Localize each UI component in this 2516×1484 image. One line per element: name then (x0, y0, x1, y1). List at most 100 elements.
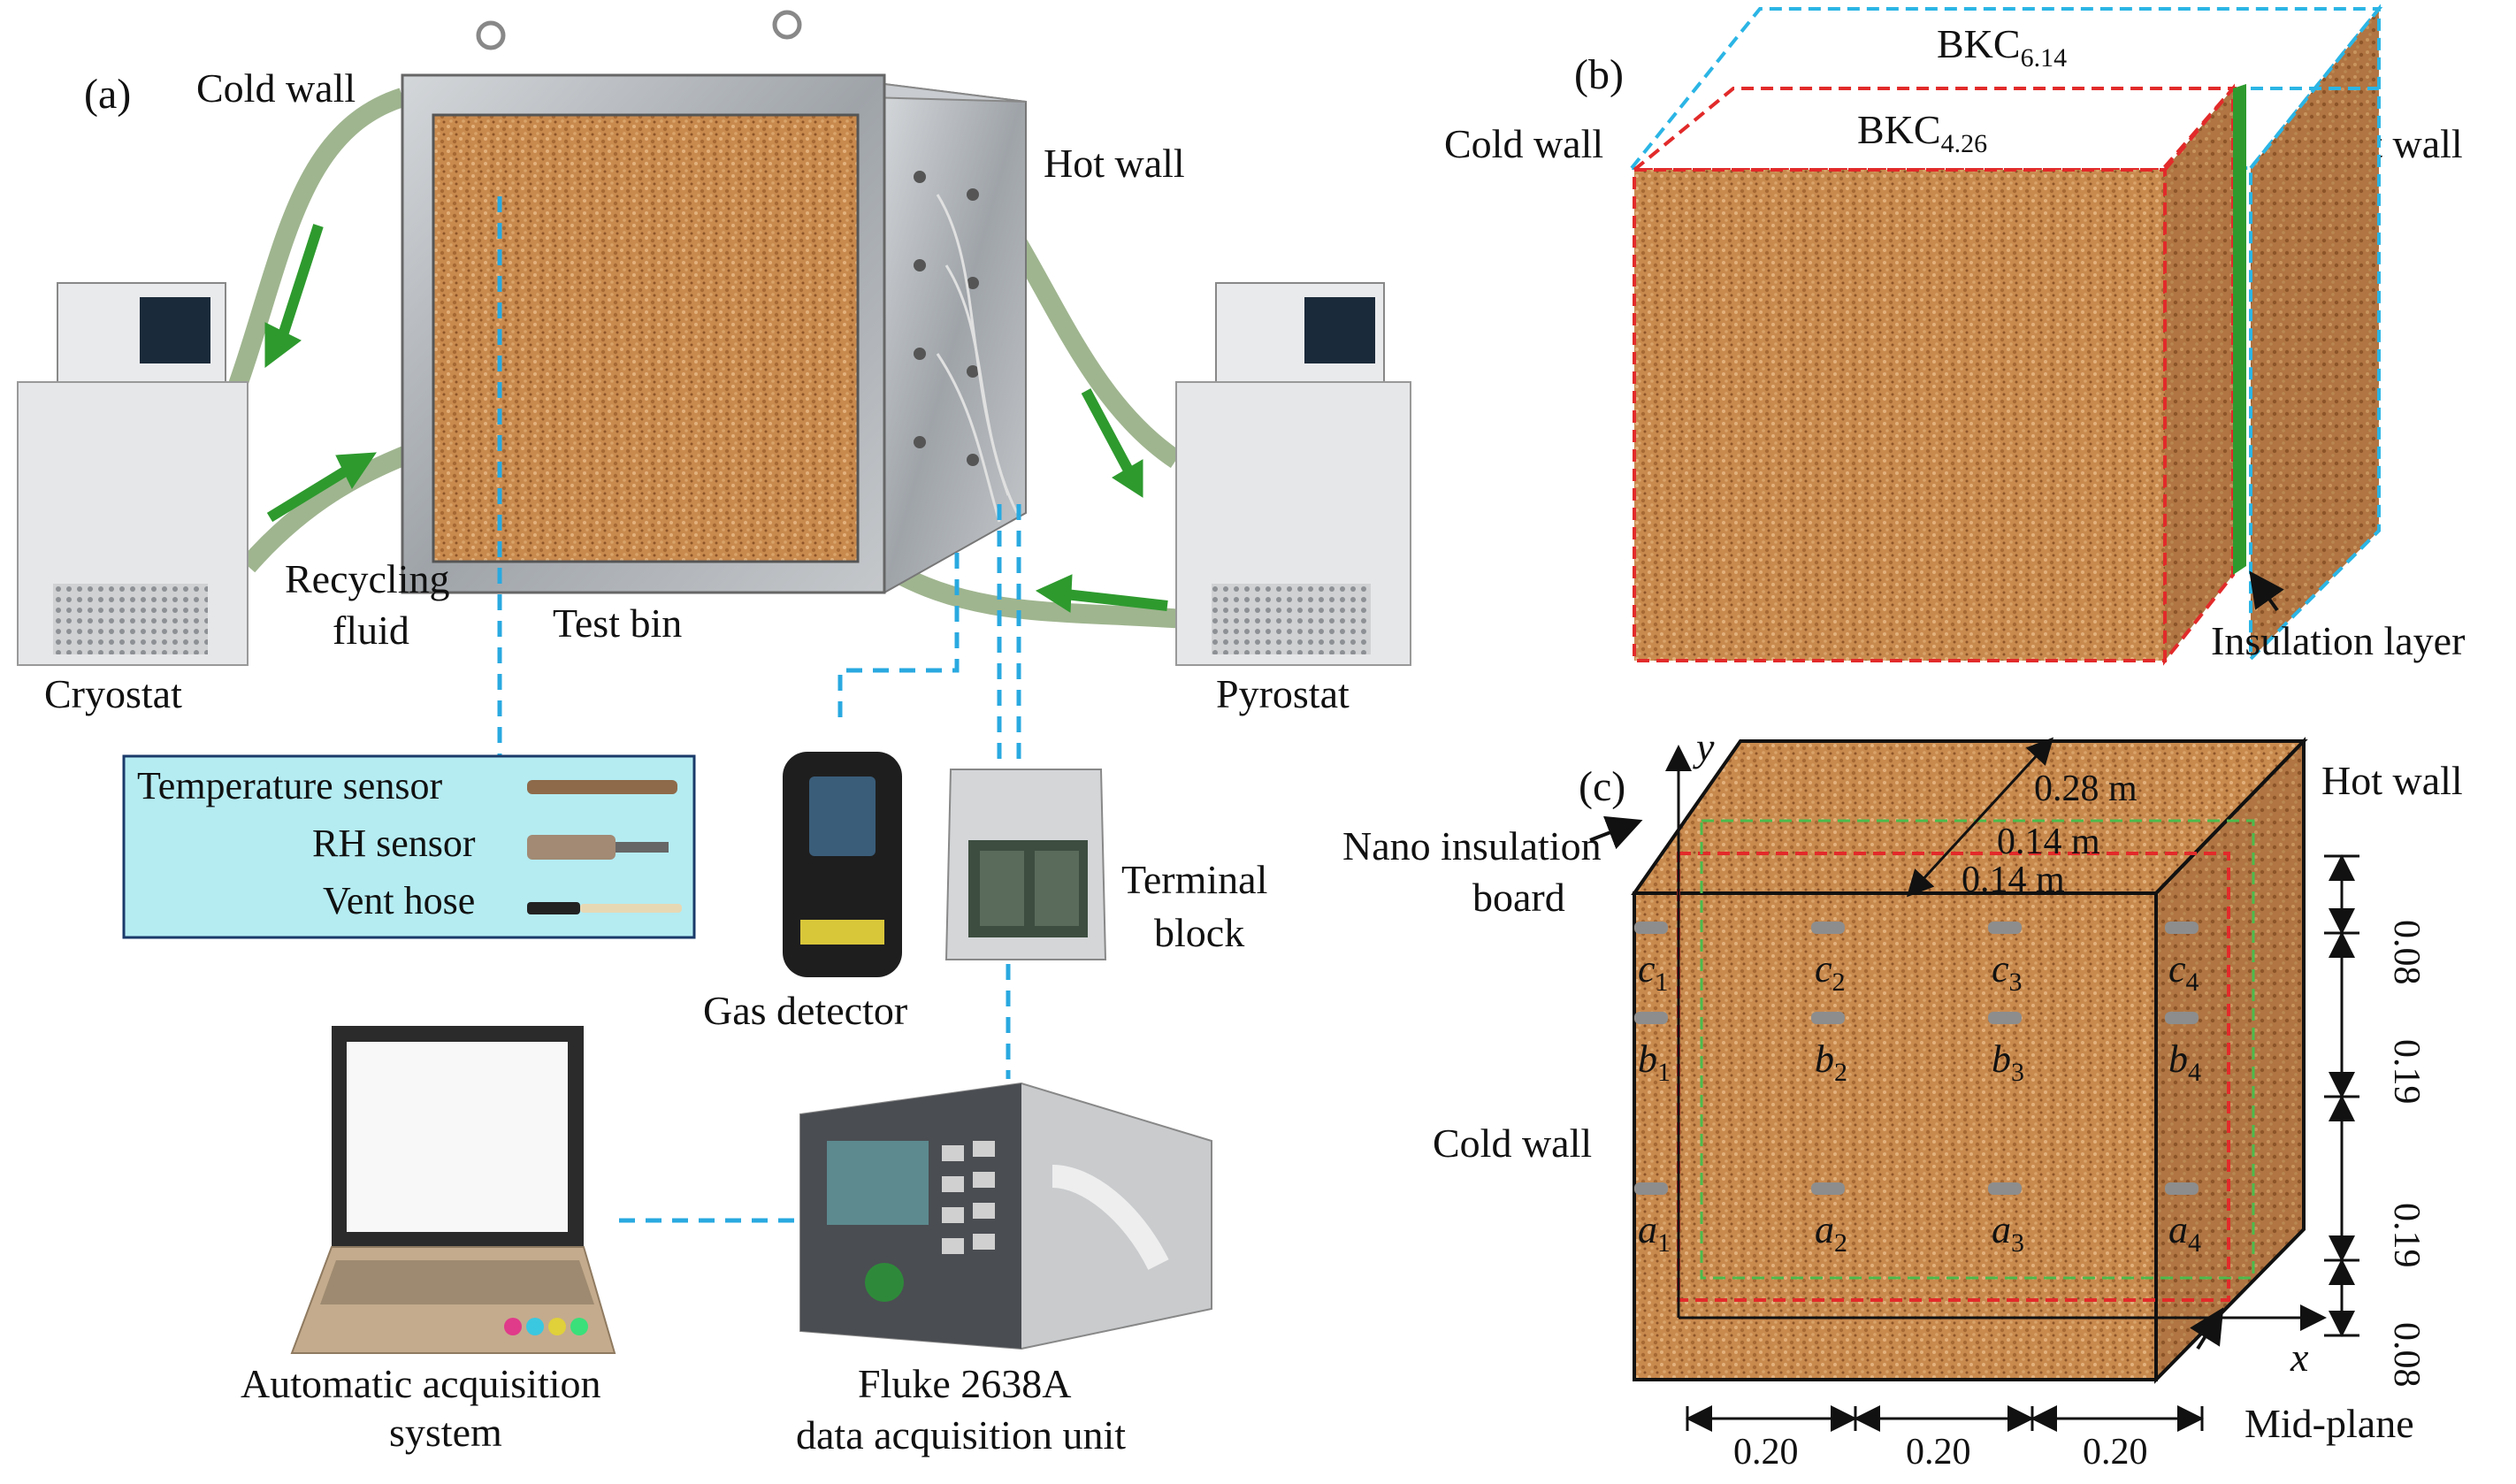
temperature-sensor-label: Temperature sensor (137, 764, 442, 807)
depth-dim-1: 0.28 m (2034, 769, 2137, 809)
sensor-label: b4 (2168, 1037, 2201, 1087)
cold-wall-label-a: Cold wall (196, 65, 356, 111)
acq-system-label-2: system (389, 1410, 502, 1455)
vent-hose-image (527, 902, 580, 914)
sensor-b3: b3 (1988, 1012, 2024, 1087)
nano-board-plane (1700, 819, 2255, 1280)
gas-detector (783, 752, 902, 977)
sensor-label: c3 (1992, 947, 2023, 997)
recycling-fluid-label-2: fluid (333, 608, 409, 653)
depth-dim-2: 0.14 m (1997, 822, 2100, 862)
sensor-a3: a3 (1988, 1182, 2024, 1258)
fluke-unit (799, 1082, 1212, 1350)
width-dimension (1686, 1405, 2204, 1432)
cube-front (1633, 891, 2158, 1381)
width-dim-1: 0.20 (1733, 1432, 1799, 1473)
bin-gas-link (837, 553, 960, 725)
sensor-probe-mark (1988, 922, 2022, 934)
flow-arrow-left-bottom (1035, 574, 1073, 613)
cold-return-hose (240, 441, 420, 573)
sensor-label: a2 (1815, 1208, 1847, 1258)
insulation-layer (2233, 84, 2246, 575)
nano-board-label-1: Nano insulation (1342, 823, 1602, 868)
terminal-block-label-2: block (1154, 910, 1244, 955)
sensor-probe-mark (1634, 1182, 1668, 1195)
sensor-probe-mark (1988, 1182, 2022, 1195)
sensor-c2: c2 (1811, 922, 1846, 997)
sensor-probe-mark (1811, 922, 1845, 934)
sensor-probe-mark (1634, 922, 1668, 934)
sensor-label: a1 (1638, 1208, 1671, 1258)
sensor-probe-mark (1634, 1012, 1668, 1024)
vent-hose-label: Vent hose (323, 879, 475, 922)
sensor-b4: b4 (2165, 1012, 2201, 1087)
laptop (290, 1026, 616, 1354)
flow-arrow-up-left (335, 452, 377, 489)
sensor-c4: c4 (2165, 922, 2199, 997)
bkc-big-side (2249, 4, 2381, 663)
terminal-block (944, 769, 1107, 960)
cryostat-label: Cryostat (44, 671, 182, 716)
panel-c-label: (c) (1579, 763, 1625, 810)
panel-a: (a) Cold wall Hot wall Cryostat (17, 10, 1411, 1457)
sensor-label: b3 (1992, 1037, 2024, 1087)
rh-sensor-image (527, 835, 616, 860)
pyrostat (1175, 282, 1411, 666)
bkc-small-front (1633, 168, 2167, 662)
test-bin-label: Test bin (553, 600, 682, 646)
hot-wall-label-c: Hot wall (2321, 758, 2463, 803)
height-dim-3: 0.19 (2386, 1203, 2427, 1268)
panel-c: (c) Hot wall Cold wall Nano insulation b… (1342, 724, 2463, 1473)
sensor-c3: c3 (1988, 922, 2023, 997)
sensor-probe-mark (1988, 1012, 2022, 1024)
sensor-probe-mark (1811, 1182, 1845, 1195)
temperature-sensor-image (527, 780, 677, 794)
fluke-label-2: data acquisition unit (796, 1412, 1126, 1457)
y-axis-label: y (1693, 724, 1715, 769)
depth-dim-3: 0.14 m (1962, 860, 2065, 900)
bkc-small-side (2163, 83, 2235, 666)
sensor-probe-mark (2165, 922, 2199, 934)
height-dimension (2324, 854, 2359, 1337)
sensor-label: c2 (1815, 947, 1846, 997)
sensor-b1: b1 (1634, 1012, 1671, 1087)
sensor-grid: c1 c2 c3 c4 b1 b2 b3 b4 a1 a2 a3 a4 (1634, 922, 2201, 1258)
fluke-label-1: Fluke 2638A (858, 1361, 1072, 1406)
width-dim-2: 0.20 (1906, 1432, 1971, 1473)
test-bin (401, 10, 1027, 594)
sensor-box: Temperature sensor RH sensor Vent hose (122, 754, 696, 939)
sensor-label: b2 (1815, 1037, 1847, 1087)
sensor-a1: a1 (1634, 1182, 1671, 1258)
height-dim-4: 0.08 (2386, 1322, 2427, 1388)
nano-board-label-2: board (1472, 875, 1565, 920)
pyrostat-label: Pyrostat (1216, 671, 1350, 716)
sensor-probe-mark (1811, 1012, 1845, 1024)
flow-arrow-down-right (1112, 459, 1143, 498)
panel-a-label: (a) (84, 71, 131, 118)
cryostat (17, 282, 249, 666)
height-dim-2: 0.19 (2386, 1039, 2427, 1105)
cold-wall-label-b: Cold wall (1444, 121, 1603, 166)
flow-arrow-down-left (264, 322, 302, 368)
cold-supply-hose (220, 88, 406, 410)
terminal-block-label-1: Terminal (1121, 857, 1267, 902)
sensor-c1: c1 (1634, 922, 1669, 997)
hot-wall-label-a: Hot wall (1044, 141, 1185, 186)
flow-arrows (264, 224, 1168, 613)
sensor-label: c1 (1638, 947, 1669, 997)
sensor-a2: a2 (1811, 1182, 1847, 1258)
sensor-probe-mark (2165, 1012, 2199, 1024)
insulation-layer-label: Insulation layer (2211, 618, 2465, 663)
rh-sensor-label: RH sensor (312, 822, 476, 865)
sensor-label: a4 (2168, 1208, 2201, 1258)
mid-plane-label: Mid-plane (2245, 1401, 2414, 1446)
sensor-label: a3 (1992, 1208, 2024, 1258)
panel-b: (b) Cold wall Hot wall Insulation layer … (1444, 4, 2465, 666)
width-dim-3: 0.20 (2083, 1432, 2148, 1473)
x-axis-label: x (2290, 1335, 2309, 1380)
cold-wall-label-c: Cold wall (1433, 1121, 1592, 1166)
gas-detector-label: Gas detector (703, 988, 907, 1033)
sensor-probe-mark (2165, 1182, 2199, 1195)
sensor-label: c4 (2168, 947, 2199, 997)
